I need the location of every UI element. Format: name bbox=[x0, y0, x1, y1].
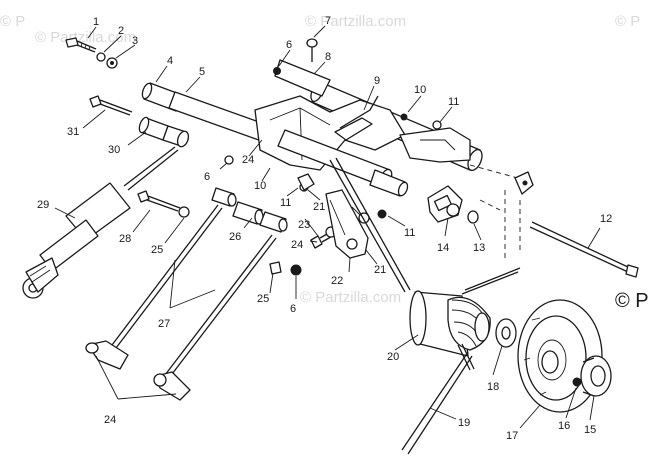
nut-part-11-top bbox=[432, 120, 442, 130]
callout-11-mid: 11 bbox=[280, 197, 291, 209]
callout-12: 12 bbox=[600, 213, 612, 225]
long-bolt-part-12 bbox=[529, 221, 639, 278]
bracket-arm-part-22 bbox=[325, 189, 369, 259]
link-rods-part-27 bbox=[111, 204, 277, 379]
washer-part-13 bbox=[467, 210, 479, 224]
callout-13: 13 bbox=[473, 242, 485, 254]
bushing-part-30 bbox=[138, 116, 190, 148]
nut-part-11-right bbox=[377, 209, 387, 219]
cap-part-15 bbox=[580, 355, 612, 397]
callout-17: 17 bbox=[506, 430, 518, 442]
bolt-part-23 bbox=[310, 226, 337, 249]
spring-arm-upper bbox=[461, 267, 521, 295]
spring-arm-part-19 bbox=[401, 351, 473, 455]
callout-8: 8 bbox=[325, 51, 331, 63]
callout-10-mid: 10 bbox=[254, 180, 266, 192]
callout-28: 28 bbox=[119, 233, 131, 245]
nut-part-10 bbox=[400, 113, 408, 121]
nut-part-6-low bbox=[290, 264, 302, 276]
callout-29: 29 bbox=[37, 199, 49, 211]
callout-24-center: 24 bbox=[291, 239, 303, 251]
bushing-part-26 bbox=[232, 201, 288, 233]
callout-18: 18 bbox=[487, 381, 499, 393]
callout-24-bottom: 24 bbox=[104, 414, 116, 426]
nut-part-6-top bbox=[273, 67, 281, 75]
bushing-part-24-left bbox=[211, 187, 237, 207]
hook-bracket bbox=[514, 171, 534, 195]
nut-part-6-mid bbox=[224, 155, 234, 165]
watermark-1: © Partzilla.com bbox=[35, 29, 136, 46]
bolt-part-7 bbox=[306, 38, 318, 62]
callout-23: 23 bbox=[298, 219, 310, 231]
callout-27: 27 bbox=[158, 318, 170, 330]
callout-21-mid: 21 bbox=[313, 201, 325, 213]
callout-5: 5 bbox=[199, 66, 205, 78]
bracket-part-9 bbox=[334, 95, 379, 141]
callout-21-right: 21 bbox=[374, 264, 386, 276]
callout-25-low: 25 bbox=[257, 293, 269, 305]
center-frame bbox=[254, 95, 409, 197]
callout-11-right: 11 bbox=[404, 227, 415, 239]
callout-14: 14 bbox=[437, 242, 449, 254]
callout-20: 20 bbox=[387, 351, 399, 363]
bolt-part-1 bbox=[65, 37, 97, 53]
corner-copyright: © P bbox=[615, 290, 649, 312]
callout-labels: 1 2 3 4 5 6 7 8 9 10 11 31 30 24 6 10 11… bbox=[37, 15, 612, 442]
callout-11-top: 11 bbox=[448, 96, 459, 108]
watermark-2: © Partzilla.com bbox=[305, 13, 406, 30]
callout-9: 9 bbox=[374, 75, 380, 87]
bracket-part-14 bbox=[427, 185, 463, 223]
watermark-3: © Partzilla.com bbox=[300, 289, 401, 306]
shock-absorber-part-29 bbox=[22, 146, 179, 299]
bolt-part-31 bbox=[89, 95, 133, 116]
callout-2: 2 bbox=[118, 25, 124, 37]
callout-19: 19 bbox=[458, 417, 470, 429]
callout-7: 7 bbox=[325, 15, 331, 27]
callout-3: 3 bbox=[132, 35, 138, 47]
callout-4: 4 bbox=[167, 55, 173, 67]
callout-10-top: 10 bbox=[414, 84, 426, 96]
watermark-right: © P bbox=[615, 13, 640, 30]
callout-15: 15 bbox=[584, 424, 596, 436]
callout-22: 22 bbox=[331, 275, 343, 287]
bearing-part-16 bbox=[572, 377, 582, 387]
leader-lines bbox=[54, 25, 601, 429]
idler-wheel-part-17 bbox=[517, 299, 603, 413]
bracket-part-11-center bbox=[297, 173, 315, 191]
callout-1: 1 bbox=[93, 16, 99, 28]
callout-6-mid: 6 bbox=[204, 171, 210, 183]
callout-6-low: 6 bbox=[290, 303, 296, 315]
spring-part-20 bbox=[409, 290, 491, 357]
callout-26: 26 bbox=[229, 231, 241, 243]
callout-6-top: 6 bbox=[286, 39, 292, 51]
nut-part-25-low bbox=[269, 261, 282, 275]
callout-25-left: 25 bbox=[151, 244, 163, 256]
callout-24-mid: 24 bbox=[242, 154, 254, 166]
bolt-part-28 bbox=[137, 190, 190, 218]
right-bracket bbox=[399, 113, 471, 163]
callout-16: 16 bbox=[558, 420, 570, 432]
callout-31: 31 bbox=[67, 126, 79, 138]
washer-part-2 bbox=[96, 52, 106, 62]
callout-30: 30 bbox=[108, 144, 120, 156]
watermark-left: © P bbox=[0, 13, 25, 30]
